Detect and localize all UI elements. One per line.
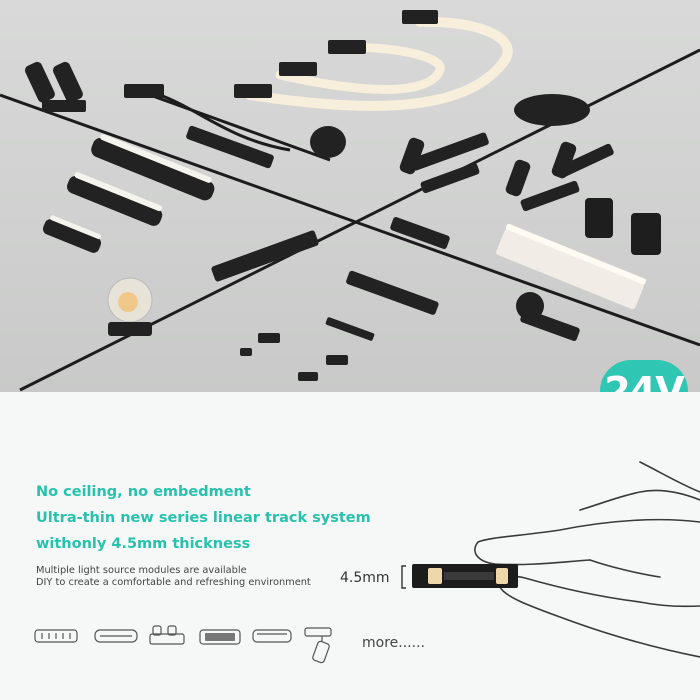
- glass-sphere-light: [107, 277, 153, 336]
- info-panel: [0, 392, 700, 700]
- module-icon-row: [34, 625, 332, 664]
- glow-bar: [496, 223, 647, 310]
- round-fixtures: [310, 94, 590, 341]
- spotlight-pair: [24, 61, 86, 112]
- strip-connectors: [124, 10, 438, 98]
- linear-bar-lights: [42, 134, 215, 253]
- headline-line-1: No ceiling, no embedment: [36, 484, 251, 500]
- dimension-bracket: [401, 565, 406, 589]
- small-connectors: [240, 317, 375, 381]
- spot-cluster-module-icon: [149, 625, 185, 645]
- track-lighting-illustration: [0, 10, 700, 392]
- hand-illustration: [401, 461, 700, 658]
- flexible-light-strip: [245, 16, 513, 111]
- bar-light-module-icon: [252, 629, 292, 643]
- headline-line-3: withonly 4.5mm thickness: [36, 536, 251, 552]
- more-modules-link[interactable]: more......: [362, 635, 425, 651]
- spotlight-module-icon: [304, 627, 332, 664]
- right-spotlights: [399, 137, 580, 212]
- grille-light-module-icon: [34, 629, 78, 643]
- cylinder-downlights: [585, 198, 661, 255]
- subtext-line-1: Multiple light source modules are availa…: [36, 565, 247, 576]
- grille-modules: [186, 125, 614, 315]
- track-profile: [412, 564, 518, 588]
- thickness-label: 4.5mm: [340, 570, 390, 586]
- product-hero-image: [0, 0, 700, 392]
- grille-light-module-icon-2: [199, 629, 241, 645]
- subtext-line-2: DIY to create a comfortable and refreshi…: [36, 577, 311, 588]
- linear-light-module-icon: [94, 629, 138, 643]
- headline-line-2: Ultra-thin new series linear track syste…: [36, 510, 371, 526]
